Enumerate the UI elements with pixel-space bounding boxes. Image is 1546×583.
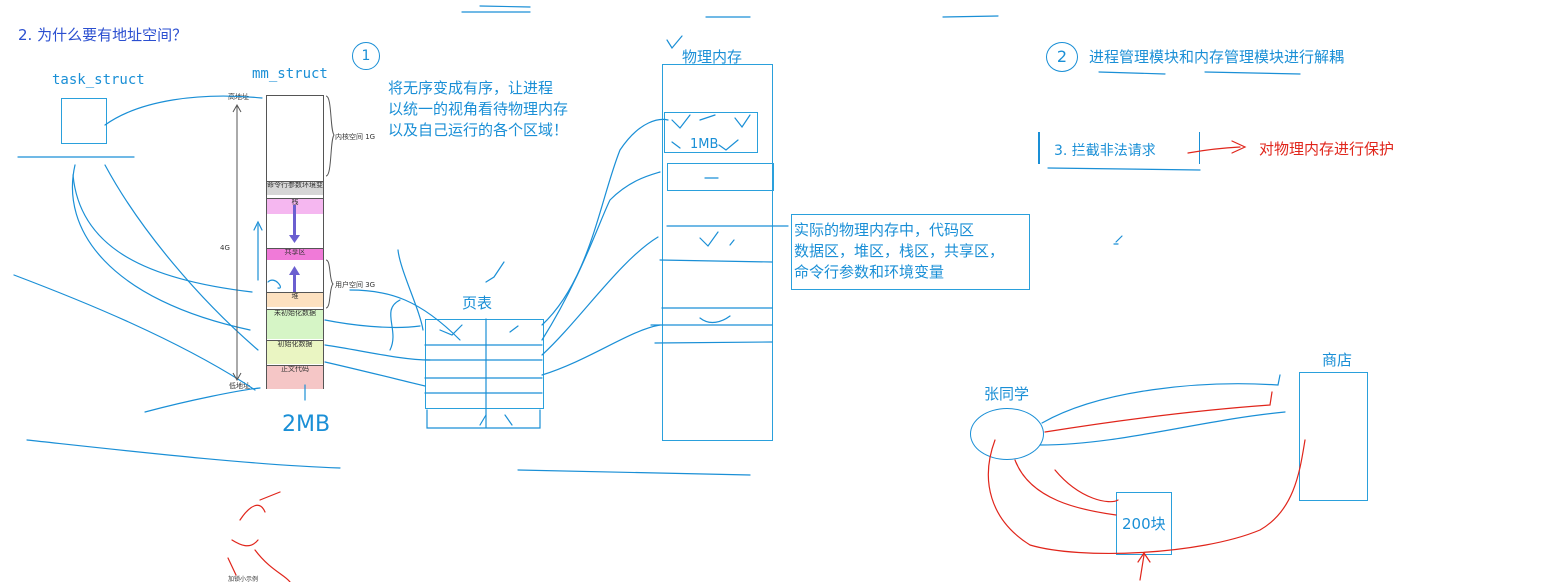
task-struct-label: task_struct xyxy=(52,72,145,88)
table-to-mem-4 xyxy=(541,324,661,376)
page-table-box xyxy=(425,319,544,409)
person-ellipse xyxy=(970,408,1044,460)
heap-up-arrow xyxy=(289,266,300,292)
physical-memory-cell xyxy=(664,112,758,153)
segment-shared: 共享区 xyxy=(267,248,323,260)
curve-2 xyxy=(104,164,259,351)
segment-code: 正文代码 xyxy=(267,365,323,389)
user-space-label: 用户空间 3G xyxy=(335,281,376,289)
curve-1 xyxy=(71,164,251,331)
memory-row-lines xyxy=(650,225,789,344)
person-to-money-2 xyxy=(1054,469,1119,503)
mm-to-table-6 xyxy=(349,289,461,341)
curve-4 xyxy=(13,274,256,391)
heap-scribble xyxy=(267,279,281,289)
table-to-mem-2 xyxy=(541,171,661,341)
memory-checks xyxy=(699,177,735,324)
point-2-underlines xyxy=(1098,71,1301,75)
kernel-brace xyxy=(325,95,335,177)
point-3-text: 3. 拦截非法请求 xyxy=(1054,143,1156,159)
store-box xyxy=(1299,372,1368,501)
task-to-mm-arrow xyxy=(104,95,263,126)
store-label: 商店 xyxy=(1322,351,1353,369)
loop-red xyxy=(987,439,1306,555)
low-address-label: 低地址 xyxy=(229,382,250,390)
bottom-line-left xyxy=(26,439,341,469)
size-4g-label: 4G xyxy=(220,244,230,252)
annotation-line-2: 数据区，堆区，栈区，共享区， xyxy=(794,242,1005,260)
person-label: 张同学 xyxy=(984,385,1030,403)
user-brace xyxy=(325,259,334,309)
physical-memory-1mb-label: 1MB xyxy=(690,137,719,152)
segment-heap: 堆 xyxy=(267,292,323,307)
up-arrow-heap xyxy=(253,220,263,281)
stack-down-arrow xyxy=(289,205,300,243)
person-to-store xyxy=(1041,374,1281,424)
person-store-red xyxy=(1044,391,1273,433)
person-to-money xyxy=(1014,459,1117,516)
red-scribble xyxy=(227,491,291,582)
memory-cell-checks xyxy=(671,114,751,151)
mm-to-table-2 xyxy=(324,344,431,361)
annotation-line-1: 实际的物理内存中，代码区 xyxy=(794,221,975,239)
store-to-person xyxy=(1039,411,1286,446)
point-3-box xyxy=(1038,132,1200,164)
segment-cmdline-env: 命令行参数环境变量 xyxy=(267,181,323,195)
pencil-cursor xyxy=(1113,235,1123,245)
address-range-arrow xyxy=(232,103,242,382)
point-2-text: 进程管理模块和内存管理模块进行解耦 xyxy=(1089,48,1345,66)
segment-uninit-data: 未初始化数据 xyxy=(267,309,323,339)
page-table-title: 页表 xyxy=(462,294,493,312)
physical-memory-annotation-box xyxy=(791,214,1030,290)
point-3-arrow xyxy=(1187,140,1247,154)
task-struct-box xyxy=(61,98,107,144)
section-heading: 2. 为什么要有地址空间？ xyxy=(18,26,188,44)
mm-struct-label: mm_struct xyxy=(252,66,328,82)
high-address-label: 高地址 xyxy=(228,93,249,101)
physical-memory-box xyxy=(662,64,773,441)
mm-to-table-3 xyxy=(324,361,426,387)
point-2-circle: 2 xyxy=(1046,42,1078,72)
kernel-space-label: 内核空间 1G xyxy=(335,133,376,141)
physical-memory-title: 物理内存 xyxy=(682,48,743,66)
physical-memory-annotation: 实际的物理内存中，代码区 数据区，堆区，栈区，共享区， 命令行参数和环境变量 xyxy=(794,220,1004,283)
page-table-rows xyxy=(424,318,543,429)
page-table-checks xyxy=(439,324,519,426)
point-1-circle: 1 xyxy=(352,42,380,70)
point-1-text: 将无序变成有序，让进程 以统一的视角看待物理内存 以及自己运行的各个区域！ xyxy=(388,78,568,141)
mm-to-table-1 xyxy=(324,319,421,329)
memory-title-tick xyxy=(666,35,683,50)
page-table-tick xyxy=(485,261,505,283)
handwritten-2mb: 2MB xyxy=(282,412,331,437)
bottom-line-mid xyxy=(517,469,751,476)
curve-5 xyxy=(144,387,261,413)
mm-to-table-5 xyxy=(397,249,424,331)
segment-init-data: 初始化数据 xyxy=(267,340,323,364)
point-3-underline xyxy=(1047,167,1201,171)
top-scribble-lines xyxy=(461,5,999,18)
money-up-arrow xyxy=(1137,551,1151,581)
bottom-note: 加锁小示例 xyxy=(228,576,259,583)
money-label: 200块 xyxy=(1122,515,1166,533)
point-1-line-2: 以统一的视角看待物理内存 xyxy=(388,100,569,118)
table-to-mem-1 xyxy=(541,118,669,326)
point-1-line-3: 以及自己运行的各个区域！ xyxy=(388,121,569,139)
mm-to-table-4 xyxy=(389,299,401,351)
point-3-result: 对物理内存进行保护 xyxy=(1259,140,1395,158)
table-to-mem-3 xyxy=(541,236,659,356)
point-1-line-1: 将无序变成有序，让进程 xyxy=(388,79,554,97)
curve-3 xyxy=(72,174,253,293)
annotation-line-3: 命令行参数和环境变量 xyxy=(794,263,945,281)
physical-memory-frame xyxy=(667,163,774,191)
